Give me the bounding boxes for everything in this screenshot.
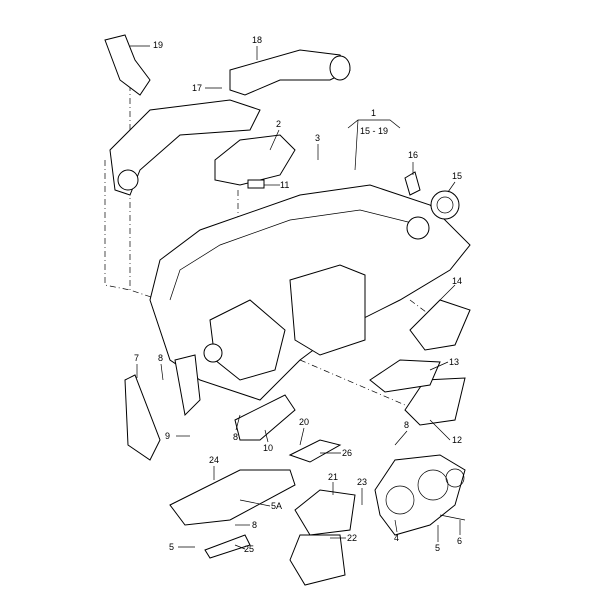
- callout-18: 18: [252, 35, 262, 45]
- callout-5: 5: [169, 542, 174, 552]
- vent-round: [406, 216, 430, 240]
- callout-6: 6: [457, 536, 462, 546]
- air-vent-15: [430, 190, 460, 220]
- vent-11: [247, 179, 265, 189]
- air-duct-19: [104, 34, 151, 96]
- instrument-cluster-4: [374, 454, 466, 536]
- bracket-24: [169, 469, 296, 526]
- callout-11: 11: [280, 180, 289, 190]
- callout-10: 10: [263, 443, 273, 453]
- callout-8: 8: [233, 432, 238, 442]
- duct-outlet: [117, 169, 139, 191]
- side-panel: [174, 354, 201, 417]
- callout-range: 15 - 19: [360, 126, 388, 136]
- bracket-25: [204, 534, 251, 559]
- callout-3: 3: [315, 133, 320, 143]
- callout-21: 21: [328, 472, 338, 482]
- callout-14: 14: [452, 276, 462, 286]
- callout-19: 19: [153, 40, 163, 50]
- callout-22: 22: [347, 533, 357, 543]
- callout-2: 2: [276, 119, 281, 129]
- callout-23: 23: [357, 477, 367, 487]
- callout-5A: 5A: [271, 501, 282, 511]
- side-trim-7: [124, 374, 161, 461]
- column-cover-22: [289, 534, 346, 586]
- callout-7: 7: [134, 353, 139, 363]
- leader-lines: [130, 45, 461, 550]
- air-duct-18: [229, 49, 351, 96]
- cover-10: [234, 394, 296, 441]
- trim-frame-14: [409, 299, 471, 351]
- callout-13: 13: [449, 357, 459, 367]
- callout-26: 26: [342, 448, 352, 458]
- callout-20: 20: [299, 417, 309, 427]
- gauge: [385, 485, 415, 515]
- callout-24: 24: [209, 455, 219, 465]
- callout-9: 9: [165, 431, 170, 441]
- callout-5: 5: [435, 543, 440, 553]
- air-duct: [109, 99, 261, 196]
- callout-15: 15: [452, 171, 462, 181]
- tray-13: [369, 359, 441, 393]
- callout-16: 16: [408, 150, 418, 160]
- callout-8: 8: [404, 420, 409, 430]
- dashboard-contour: [169, 209, 421, 301]
- callout-8: 8: [252, 520, 257, 530]
- screw-6: [439, 514, 466, 521]
- callout-8: 8: [158, 353, 163, 363]
- callout-4: 4: [394, 533, 399, 543]
- center-console-opening: [289, 264, 366, 356]
- duct-outlet: [329, 55, 351, 81]
- trim-20: [288, 439, 342, 463]
- callout-12: 12: [452, 435, 462, 445]
- vent-ring: [436, 196, 454, 214]
- column-cover-21: [294, 489, 356, 536]
- clip-16: [404, 171, 421, 196]
- cover-2: [214, 134, 296, 186]
- vent-round: [203, 343, 223, 363]
- callout-1: 1: [371, 108, 376, 118]
- callout-17: 17: [192, 83, 202, 93]
- gauge: [445, 468, 465, 488]
- assembly-line: [104, 160, 131, 291]
- gauge: [417, 469, 449, 501]
- callout-25: 25: [244, 544, 254, 554]
